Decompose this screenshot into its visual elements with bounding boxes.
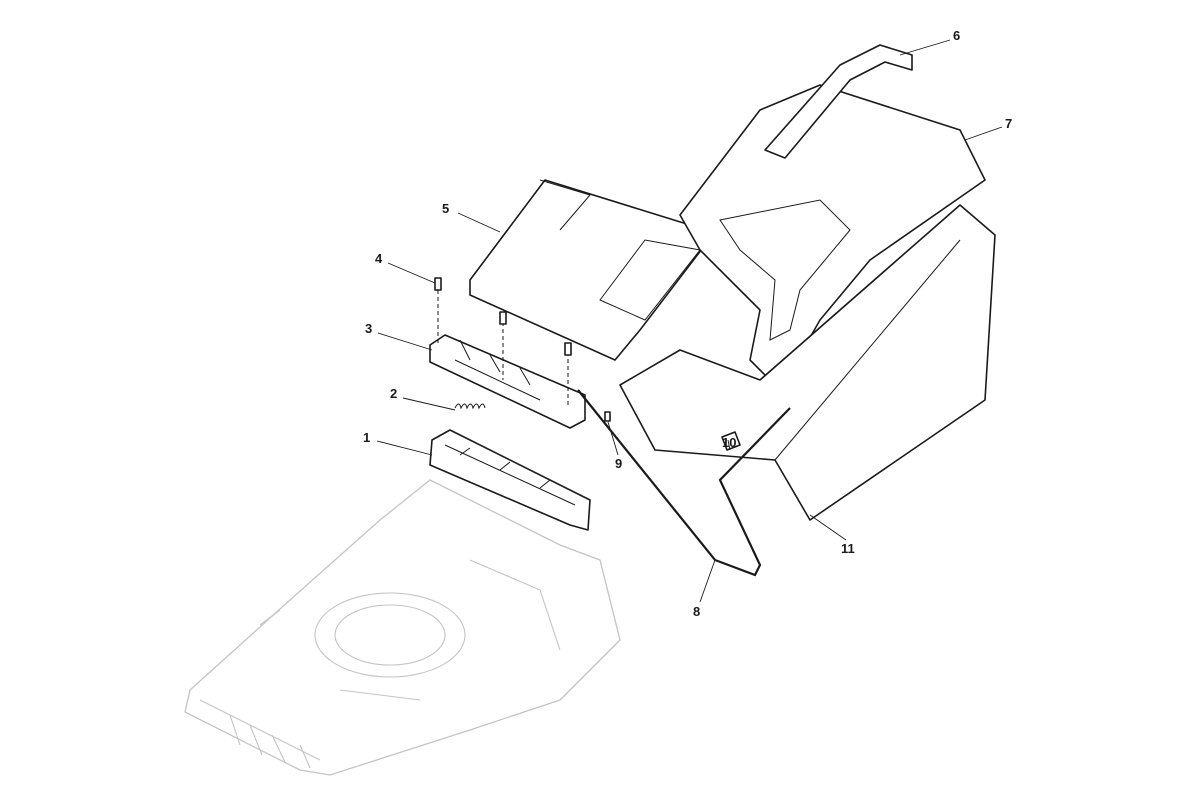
callout-9: 9 xyxy=(615,456,622,471)
part-5-lid xyxy=(469,179,706,361)
part-3-rear-flap xyxy=(429,334,586,429)
part-11-grass-bag xyxy=(619,204,996,521)
part-10-clip xyxy=(721,431,741,451)
part-9-screw xyxy=(604,411,611,422)
mower-deck-outline xyxy=(184,479,621,776)
callout-5: 5 xyxy=(442,201,449,216)
callout-10: 10 xyxy=(722,435,736,450)
part-6-carry-handle xyxy=(764,44,913,159)
leader-lines xyxy=(376,39,1003,603)
callout-7: 7 xyxy=(1005,116,1012,131)
part-1-hinge-bracket xyxy=(429,429,591,531)
callout-11: 11 xyxy=(841,541,855,556)
callout-2: 2 xyxy=(390,386,397,401)
part-7-grassbag-top xyxy=(679,84,986,391)
part-4-screws xyxy=(434,277,572,405)
callout-8: 8 xyxy=(693,604,700,619)
callout-6: 6 xyxy=(953,28,960,43)
part-8-frame xyxy=(577,389,791,577)
callout-1: 1 xyxy=(363,430,370,445)
part-2-spring xyxy=(454,403,486,410)
callout-4: 4 xyxy=(375,251,383,266)
callout-3: 3 xyxy=(365,321,372,336)
